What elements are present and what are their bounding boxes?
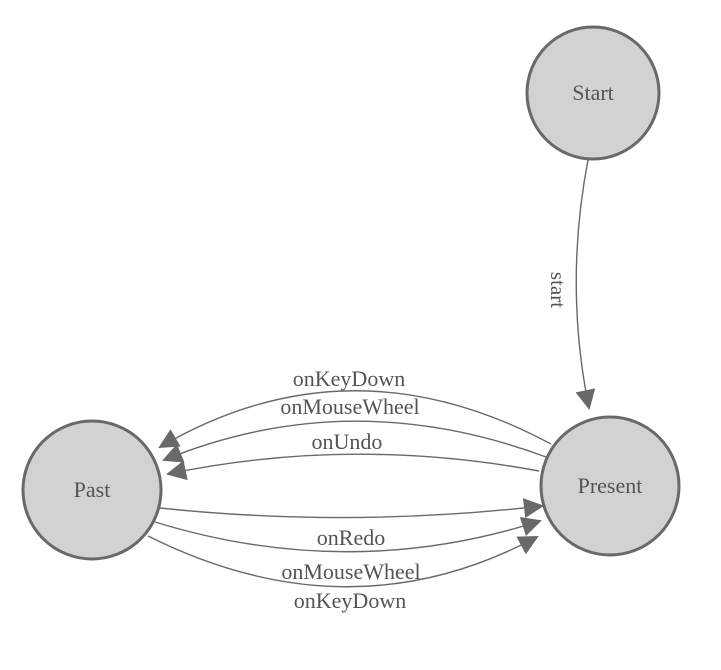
node-start[interactable]: Start (525, 25, 661, 161)
edge-past-to-present-onredo-label: onRedo (317, 525, 385, 550)
edge-present-to-past-onkeydown-label: onKeyDown (293, 366, 405, 391)
edge-present-to-past-onkeydown[interactable]: onKeyDown (158, 366, 552, 449)
edge-present-to-past-onmousewheel[interactable]: onMouseWheel (162, 394, 547, 463)
edge-past-to-present-onmousewheel-label: onMouseWheel (281, 559, 420, 584)
node-start-label: Start (572, 80, 614, 105)
node-present[interactable]: Present (539, 415, 681, 557)
edge-past-to-present-onkeydown-path[interactable] (147, 535, 539, 588)
edge-present-to-past-onundo-path[interactable] (166, 453, 540, 481)
node-past-label: Past (74, 477, 111, 502)
edge-present-to-past-onundo-label: onUndo (312, 429, 383, 454)
edge-past-to-present-onmousewheel-path[interactable] (154, 516, 542, 553)
node-present-circle[interactable] (539, 415, 681, 557)
node-start-circle[interactable] (525, 25, 661, 161)
edge-past-to-present-onredo[interactable]: onRedo (159, 498, 544, 550)
edge-start-to-present-label: start (546, 272, 570, 308)
node-past-circle[interactable] (21, 419, 163, 561)
edge-start-to-present[interactable]: start (546, 159, 596, 410)
edge-past-to-present-onmousewheel[interactable]: onMouseWheel (154, 516, 542, 584)
edge-past-to-present-onkeydown-label: onKeyDown (294, 588, 406, 613)
edge-start-to-present-path[interactable] (575, 159, 596, 410)
edge-present-to-past-onmousewheel-path[interactable] (162, 420, 547, 463)
edge-present-to-past-onundo[interactable]: onUndo (166, 429, 540, 481)
edge-present-to-past-onkeydown-path[interactable] (158, 390, 552, 449)
edge-present-to-past-onmousewheel-label: onMouseWheel (280, 394, 419, 419)
node-present-label: Present (578, 473, 643, 498)
edge-past-to-present-onredo-path[interactable] (159, 498, 544, 519)
edge-past-to-present-onkeydown[interactable]: onKeyDown (147, 535, 539, 613)
node-past[interactable]: Past (21, 419, 163, 561)
